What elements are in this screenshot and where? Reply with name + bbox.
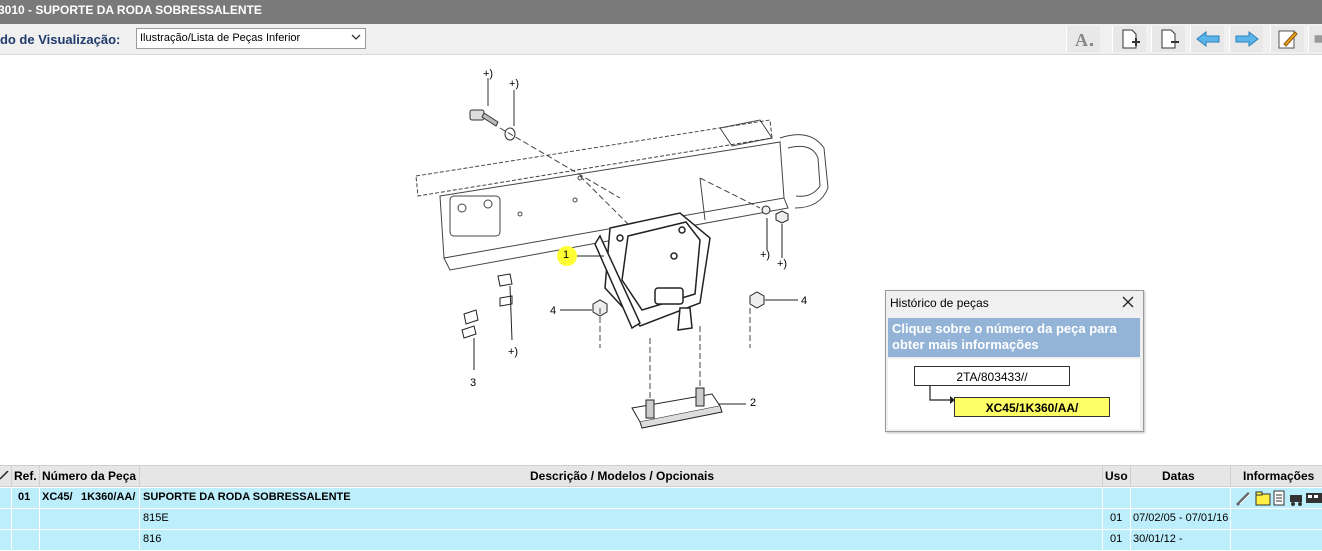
header-info: Informações xyxy=(1243,469,1315,483)
bus-icon xyxy=(1306,493,1322,503)
view-mode-value: Ilustração/Lista de Peças Inferior xyxy=(140,32,301,44)
old-part-number[interactable]: 2TA/803433// xyxy=(914,366,1070,386)
callout-4-right[interactable]: 4 xyxy=(801,295,808,307)
row-dates: 07/02/05 - 07/01/16 xyxy=(1133,512,1229,524)
table-row[interactable]: 815E 01 07/02/05 - 07/01/16 xyxy=(0,509,1322,530)
pencil-icon xyxy=(1236,492,1251,506)
parts-history-popup: Histórico de peças Clique sobre o número… xyxy=(885,290,1144,432)
row-uso: 01 xyxy=(1110,512,1123,524)
parts-illustration xyxy=(415,78,829,429)
row-ref: 01 xyxy=(18,491,31,503)
callout-2[interactable]: 2 xyxy=(750,397,757,409)
truck-icon xyxy=(1290,495,1302,506)
document-icon xyxy=(1273,490,1285,506)
print-button[interactable] xyxy=(1308,26,1322,52)
edit-icon xyxy=(1278,30,1298,49)
window-title: 3010 - SUPORTE DA RODA SOBRESSALENTE xyxy=(0,3,262,17)
row-dates: 30/01/12 - xyxy=(1133,533,1183,545)
header-ref: Ref. xyxy=(14,469,37,483)
popup-info-text: Clique sobre o número da peça para obter… xyxy=(888,318,1140,357)
callout-4-left[interactable]: 4 xyxy=(550,305,557,317)
table-header: Ref. Número da Peça Descrição / Modelos … xyxy=(0,465,1322,487)
svg-text:A: A xyxy=(1075,30,1088,50)
info-icons[interactable] xyxy=(1234,490,1322,506)
callout-plus-4: +) xyxy=(777,258,788,270)
close-icon[interactable] xyxy=(1121,295,1135,309)
window-title-bar: 3010 - SUPORTE DA RODA SOBRESSALENTE xyxy=(0,0,1322,24)
chevron-down-icon xyxy=(351,34,361,40)
arrow-right-icon xyxy=(929,386,955,404)
previous-button[interactable] xyxy=(1190,26,1224,52)
callout-1[interactable]: 1 xyxy=(563,249,570,261)
arrow-right-icon xyxy=(1235,30,1259,48)
view-mode-label: odo de Visualização: xyxy=(0,32,121,47)
font-size-icon: A xyxy=(1075,30,1093,50)
arrow-left-icon xyxy=(1195,30,1219,48)
header-description: Descrição / Modelos / Opcionais xyxy=(530,469,715,483)
popup-body: 2TA/803433// XC45/1K360/AA/ xyxy=(888,359,1140,429)
row-part-number[interactable]: 1K360/AA/ xyxy=(81,491,136,503)
print-icon xyxy=(1314,35,1322,43)
callout-plus-2: +) xyxy=(509,78,520,90)
popup-title: Histórico de peças xyxy=(890,296,989,310)
table-row[interactable]: 816 01 30/01/12 - xyxy=(0,530,1322,551)
row-description: SUPORTE DA RODA SOBRESSALENTE xyxy=(143,491,351,503)
toolbar: odo de Visualização: Ilustração/Lista de… xyxy=(0,24,1322,55)
table-row[interactable]: 01 XC45/ 1K360/AA/ SUPORTE DA RODA SOBRE… xyxy=(0,488,1322,509)
checkmark-icon[interactable] xyxy=(0,471,10,481)
header-dates: Datas xyxy=(1162,469,1195,483)
row-uso: 01 xyxy=(1110,533,1123,545)
callout-3[interactable]: 3 xyxy=(470,377,477,389)
page-remove-icon xyxy=(1161,29,1179,49)
font-size-button[interactable]: A xyxy=(1066,26,1100,52)
page-add-icon xyxy=(1122,29,1140,49)
edit-button[interactable] xyxy=(1270,26,1304,52)
page-remove-button[interactable] xyxy=(1151,26,1185,52)
callout-plus-5: +) xyxy=(508,346,519,358)
folder-icon xyxy=(1255,491,1271,506)
next-button[interactable] xyxy=(1229,26,1263,52)
row-model: 815E xyxy=(143,512,169,524)
view-mode-select[interactable]: Ilustração/Lista de Peças Inferior xyxy=(136,28,366,49)
row-part-prefix[interactable]: XC45/ xyxy=(42,491,73,503)
parts-table: Ref. Número da Peça Descrição / Modelos … xyxy=(0,457,1322,551)
callout-plus-3: +) xyxy=(760,249,771,261)
callout-plus-1: +) xyxy=(483,68,494,80)
new-part-number[interactable]: XC45/1K360/AA/ xyxy=(954,397,1110,417)
page-add-button[interactable] xyxy=(1112,26,1146,52)
header-uso: Uso xyxy=(1105,469,1128,483)
header-part-number: Número da Peça xyxy=(42,469,137,483)
row-model: 816 xyxy=(143,533,162,545)
